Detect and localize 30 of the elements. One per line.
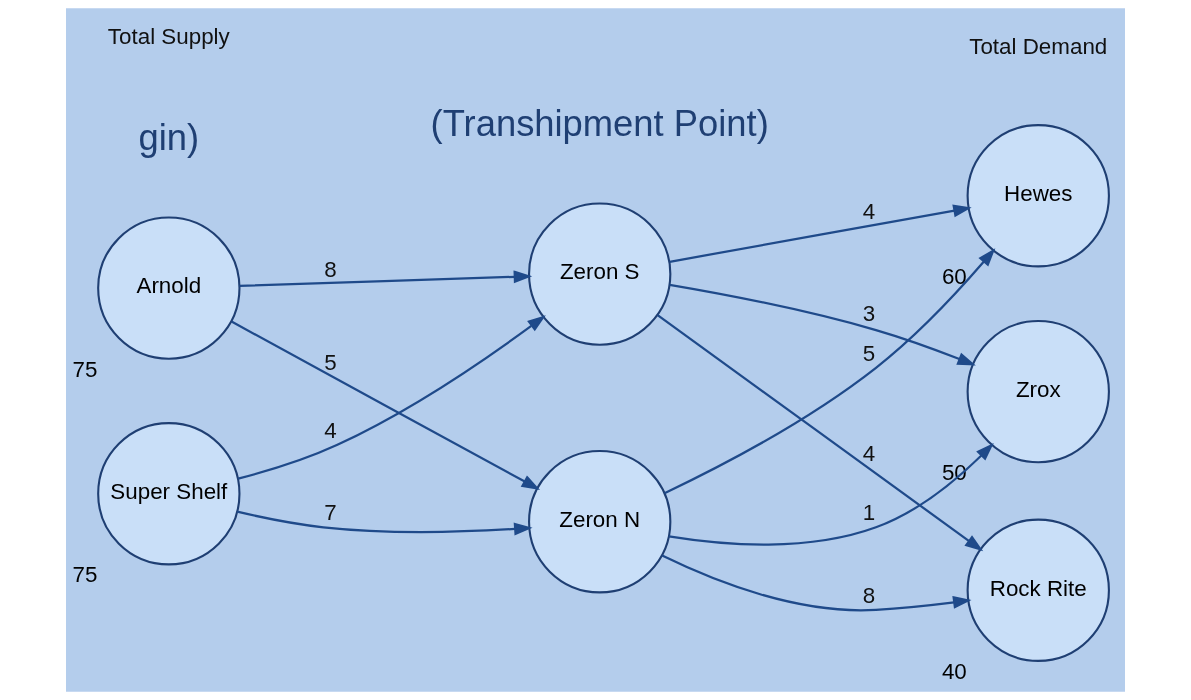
node-circle: Zeron N — [528, 450, 672, 594]
node-circle: Arnold — [97, 216, 241, 360]
node-label: 40 — [941, 658, 967, 684]
label: (Transhipment Point) — [430, 103, 769, 145]
label: Total Supply — [107, 24, 230, 50]
arrow — [661, 554, 972, 612]
node-circle: Super Shelf — [97, 422, 241, 566]
edge-label: 4 — [324, 417, 337, 443]
edge-label: 7 — [324, 500, 337, 526]
edge-label: 4 — [862, 199, 876, 225]
label: gin) — [138, 117, 200, 159]
arrow — [656, 314, 984, 552]
label: Total Demand — [969, 34, 1108, 60]
arrow — [664, 248, 996, 495]
node-label: 60 — [941, 264, 967, 290]
edge-label: 4 — [862, 441, 876, 467]
edge-label: 5 — [324, 350, 337, 376]
arrow — [669, 283, 976, 366]
edge-label: 8 — [324, 256, 337, 282]
node-label: 75 — [72, 356, 98, 382]
arrow — [668, 442, 994, 546]
node-label: 75 — [72, 562, 98, 588]
edge-label: 1 — [862, 500, 876, 526]
edge-label: 8 — [862, 582, 876, 608]
arrow — [236, 510, 533, 536]
arrow — [669, 204, 972, 263]
node-label: 50 — [941, 460, 967, 486]
arrow — [239, 270, 533, 287]
edge-label: 3 — [862, 301, 876, 327]
edge-label: 5 — [862, 340, 876, 366]
